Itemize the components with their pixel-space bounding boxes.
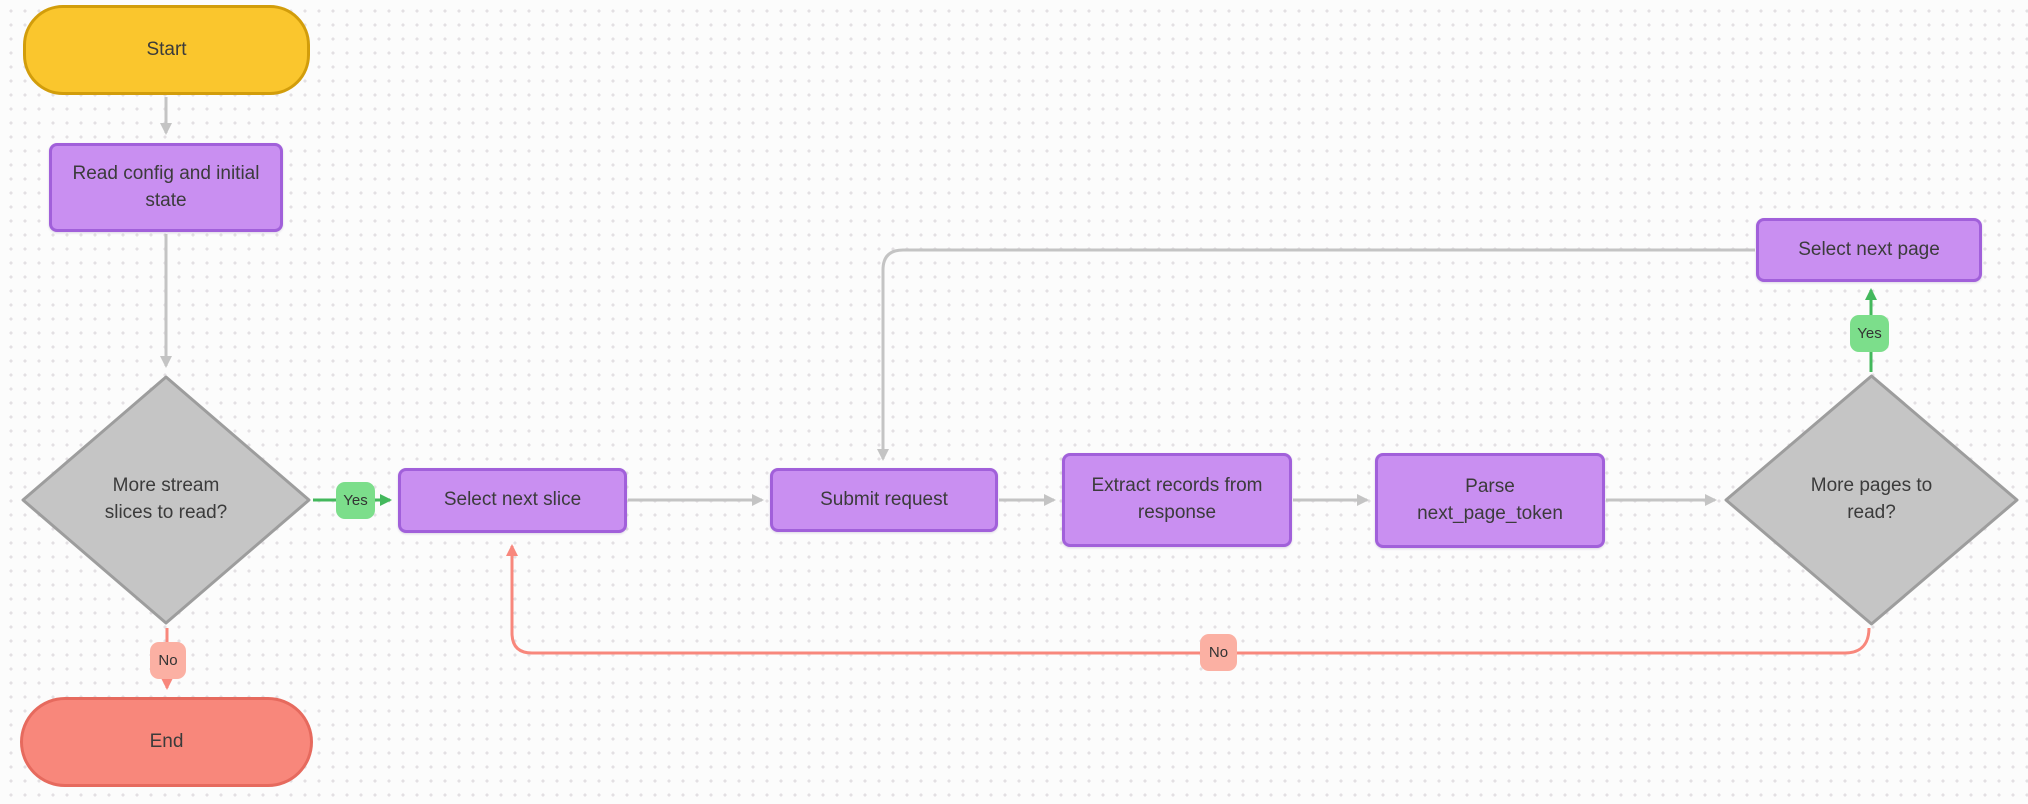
edge-select-next-page-to-submit-request [877, 248, 1755, 461]
edge-more-pages-no-to-select-next-slice [506, 544, 1871, 655]
decision-label: More pages to read? [1810, 475, 1933, 523]
node-start: Start [23, 5, 310, 95]
node-decision-more-stream-slices: More stream slices to read? [20, 374, 312, 626]
diamond-shape [1724, 374, 2019, 626]
node-submit-request: Submit request [770, 468, 998, 532]
edge-label-yes-pages: Yes [1850, 315, 1889, 352]
edge-label-no-pages: No [1200, 634, 1237, 671]
edge-label-yes-slices: Yes [336, 482, 375, 519]
diamond-shape [21, 375, 311, 625]
node-read-config: Read config and initial state [49, 143, 283, 232]
node-end: End [20, 697, 313, 787]
node-extract-records: Extract records from response [1062, 453, 1292, 547]
node-parse-next-page-token: Parse next_page_token [1375, 453, 1605, 548]
node-select-next-slice: Select next slice [398, 468, 627, 533]
decision-label: More stream slices to read? [104, 475, 228, 523]
edge-label-no-slices: No [150, 642, 186, 679]
node-decision-more-pages: More pages to read? [1723, 373, 2020, 627]
node-select-next-page: Select next page [1756, 218, 1982, 282]
